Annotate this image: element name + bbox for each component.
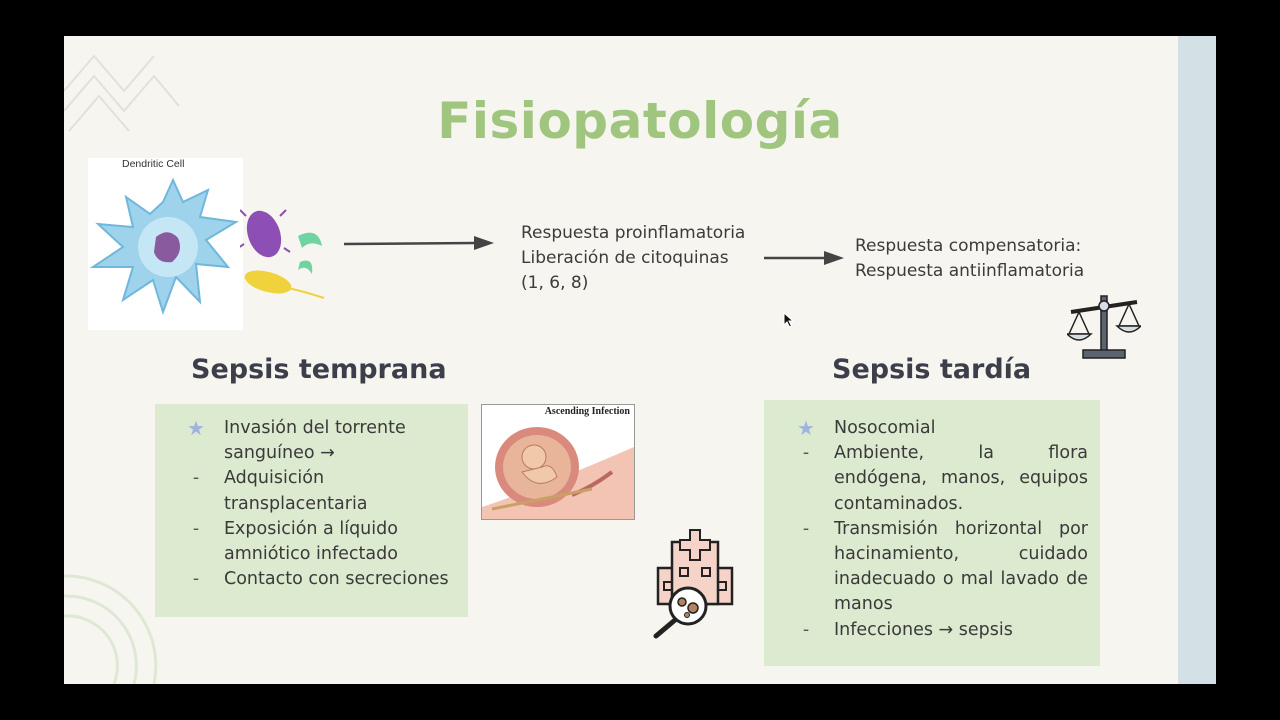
late-item-4: - Infecciones → sepsis [803, 618, 1088, 643]
early-item-1-line-1: Invasión del torrente [224, 418, 406, 438]
early-item-2-line-1: Adquisición [224, 468, 325, 489]
early-item-4-line-1: Contacto con secreciones [224, 569, 449, 590]
early-sepsis-box: ★ Invasión del torrente sanguíneo → - Adqui… [155, 404, 468, 617]
early-item-1-line-2: sanguíneo → [224, 443, 335, 464]
scale-icon [1067, 295, 1141, 359]
late-item-2: - Ambiente, la flora endógena, manos, equ… [803, 441, 1088, 517]
late-sepsis-heading: Sepsis tardía [832, 354, 1032, 385]
early-sepsis-heading: Sepsis temprana [191, 354, 447, 385]
arrow-to-proinflammatory [343, 236, 494, 250]
proinflammatory-text: Respuesta proinflamatoria Liberación de … [521, 221, 745, 296]
late-item-3-text: Transmisión horizontal por hacinamiento,… [834, 518, 1088, 615]
dash-bullet: - [192, 518, 200, 539]
star-icon: ★ [797, 416, 815, 440]
dendritic-cell-illustration [89, 177, 239, 316]
bacteria-illustration [240, 209, 325, 299]
compensatory-line-2: Respuesta antiinflamatoria [855, 261, 1085, 281]
late-item-3: - Transmisión horizontal por hacinamiento… [803, 517, 1088, 618]
decorative-arcs-bottom-left [64, 574, 158, 684]
late-item-4-text: Infecciones → sepsis [834, 619, 1013, 640]
dash-bullet: - [802, 518, 810, 539]
dendritic-cell-image: Dendritic Cell [88, 158, 243, 330]
proinflammatory-line-2: Liberación de citoquinas [521, 248, 729, 268]
compensatory-text: Respuesta compensatoria: Respuesta antii… [855, 234, 1084, 284]
hospital-icon [653, 529, 734, 639]
early-item-1: ★ Invasión del torrente sanguíneo → [187, 416, 460, 466]
ascending-infection-label: Ascending Infection [544, 406, 630, 417]
early-item-2: - Adquisición transplacentaria [193, 466, 460, 516]
early-item-3-line-1: Exposición a líquido [224, 518, 398, 539]
ascending-infection-image: Ascending Infection [481, 404, 635, 520]
dash-bullet: - [192, 569, 200, 590]
compensatory-line-1: Respuesta compensatoria: [855, 236, 1082, 256]
late-item-1-text: Nosocomial [834, 418, 936, 438]
slide-title: Fisiopatología [437, 92, 843, 150]
ascending-infection-illustration [482, 427, 634, 519]
proinflammatory-line-1: Respuesta proinflamatoria [521, 223, 746, 243]
proinflammatory-line-3: (1, 6, 8) [521, 273, 589, 293]
star-icon: ★ [187, 416, 205, 440]
late-item-1: ★ Nosocomial [797, 416, 1088, 441]
dash-bullet: - [802, 619, 810, 640]
early-item-2-line-2: transplacentaria [224, 493, 368, 514]
dash-bullet: - [192, 468, 200, 489]
late-sepsis-box: ★ Nosocomial - Ambiente, la flora endógena… [764, 400, 1100, 666]
dash-bullet: - [802, 443, 810, 464]
dendritic-cell-label: Dendritic Cell [122, 158, 185, 170]
late-item-2-text: Ambiente, la flora endógena, manos, equi… [834, 443, 1088, 514]
early-item-4: - Contacto con secreciones [193, 567, 460, 592]
slide-side-strip [1178, 36, 1216, 684]
arrow-to-compensatory [764, 251, 844, 265]
early-item-3: - Exposición a líquido amniótico infectado [193, 517, 460, 567]
mouse-cursor-icon [783, 312, 795, 328]
slide: Fisiopatología Dendritic Cell Respuesta … [64, 36, 1216, 684]
early-item-3-line-2: amniótico infectado [224, 544, 398, 565]
decorative-lines-top-left [64, 54, 180, 132]
